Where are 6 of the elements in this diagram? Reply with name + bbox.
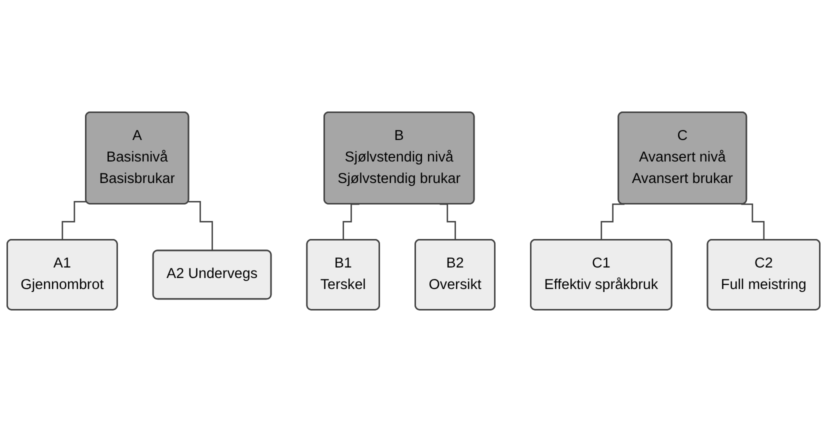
connector: [741, 203, 765, 240]
connector: [440, 203, 456, 240]
connector: [600, 203, 624, 240]
connector: [342, 203, 360, 240]
connector: [62, 200, 87, 240]
connector: [188, 200, 214, 252]
